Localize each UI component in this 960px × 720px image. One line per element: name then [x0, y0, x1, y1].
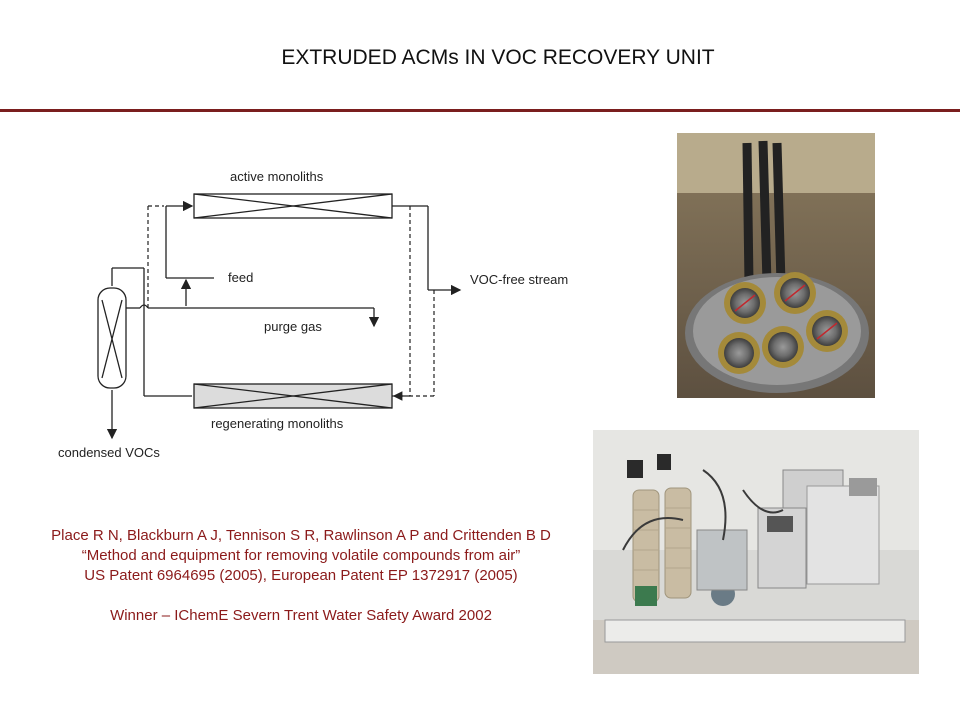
citation-block: Place R N, Blackburn A J, Tennison S R, …	[20, 526, 582, 626]
citation-patents: US Patent 6964695 (2005), European Paten…	[84, 567, 518, 584]
label-voc-free-stream: VOC-free stream	[470, 272, 568, 287]
label-feed: feed	[228, 270, 253, 285]
title-divider	[0, 109, 960, 112]
citation-title: “Method and equipment for removing volat…	[81, 547, 521, 564]
page-title: EXTRUDED ACMs IN VOC RECOVERY UNIT	[281, 46, 715, 69]
label-regenerating-monoliths: regenerating monoliths	[211, 416, 344, 431]
label-purge-gas: purge gas	[264, 319, 322, 334]
monolith-module-photo	[677, 133, 875, 398]
award-line: Winner – IChemE Severn Trent Water Safet…	[110, 607, 492, 624]
process-flow-diagram: active monoliths feed VOC-free stream pu…	[58, 169, 568, 460]
label-condensed-vocs: condensed VOCs	[58, 445, 160, 460]
recovery-unit-photo	[593, 430, 919, 674]
citation-authors: Place R N, Blackburn A J, Tennison S R, …	[51, 527, 551, 544]
label-active-monoliths: active monoliths	[230, 169, 324, 184]
